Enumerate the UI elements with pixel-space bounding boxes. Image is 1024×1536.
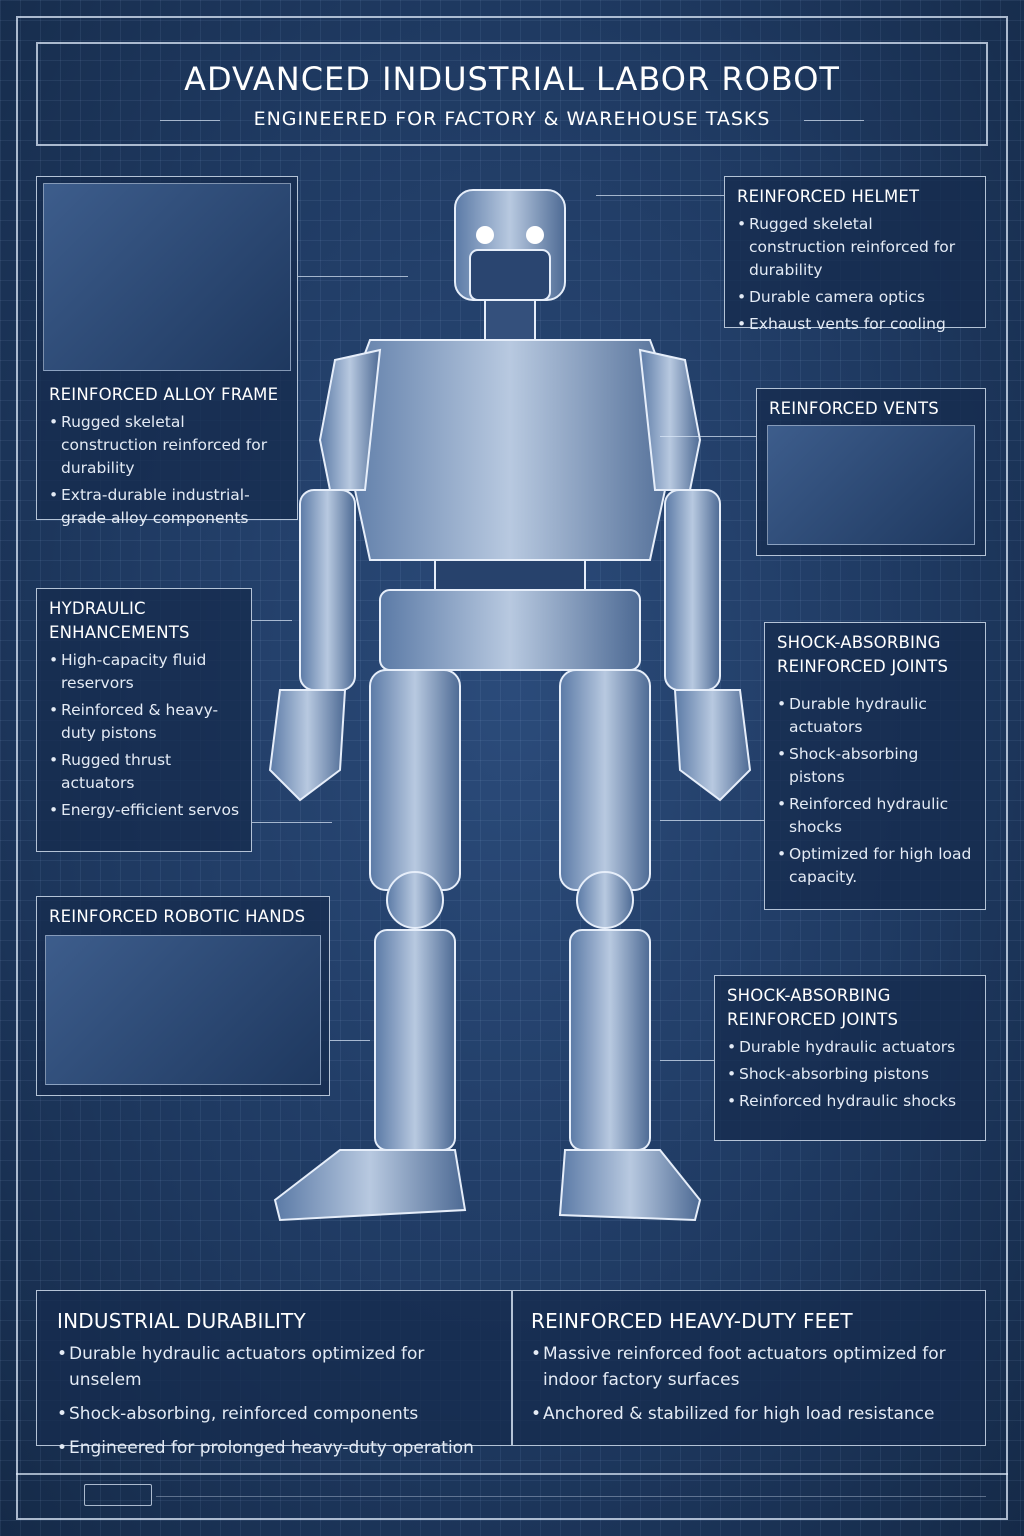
panel-heading: REINFORCED HEAVY-DUTY FEET: [531, 1309, 853, 1333]
callout-hands: REINFORCED ROBOTIC HANDS: [36, 896, 330, 1096]
callout-alloy-frame: REINFORCED ALLOY FRAME Rugged skeletal c…: [36, 176, 298, 527]
robot-eye: [526, 226, 544, 244]
list-item: Exhaust vents for cooling: [737, 313, 973, 336]
list-item: Durable camera optics: [737, 286, 973, 309]
hand-closeup-image: [45, 935, 321, 1085]
callout-heading: HYDRAULIC ENHANCEMENTS: [49, 599, 190, 642]
divider: [160, 120, 220, 121]
panel-heavy-duty-feet: REINFORCED HEAVY-DUTY FEET Massive reinf…: [512, 1290, 986, 1446]
robot-illustration: [268, 189, 752, 1222]
divider: [804, 120, 864, 121]
list-item: Durable hydraulic actuators: [777, 693, 973, 739]
callout-vents: REINFORCED VENTS: [756, 388, 986, 556]
list-item: Durable hydraulic actuators: [727, 1036, 973, 1059]
robot-right-hand: [673, 689, 752, 802]
callout-hydraulic: HYDRAULIC ENHANCEMENTS High-capacity flu…: [36, 588, 252, 852]
robot-right-arm: [664, 489, 721, 691]
robot-left-knee: [386, 871, 444, 929]
robot-right-knee: [576, 871, 634, 929]
robot-eye: [476, 226, 494, 244]
list-item: Shock-absorbing pistons: [777, 743, 973, 789]
callout-joints-upper: SHOCK-ABSORBING REINFORCED JOINTS Durabl…: [764, 622, 986, 910]
list-item: Shock-absorbing pistons: [727, 1063, 973, 1086]
list-item: Energy-efficient servos: [49, 799, 239, 822]
callout-heading: SHOCK-ABSORBING REINFORCED JOINTS: [777, 633, 949, 676]
robot-left-arm: [299, 489, 356, 691]
leader-line: [330, 1040, 370, 1041]
robot-pelvis: [379, 589, 641, 671]
list-item: Engineered for prolonged heavy-duty oper…: [57, 1435, 499, 1461]
outer-frame: [16, 16, 1008, 1520]
callout-helmet: REINFORCED HELMET Rugged skeletal constr…: [724, 176, 986, 336]
footer-scale-line: [156, 1496, 986, 1497]
callout-heading: REINFORCED VENTS: [769, 399, 939, 418]
robot-left-shoulder: [318, 348, 382, 491]
leader-line: [252, 620, 292, 621]
robot-right-foot: [558, 1149, 702, 1222]
footer-label-box: [84, 1484, 152, 1506]
list-item: Optimized for high load capacity.: [777, 843, 973, 889]
callout-joints-lower: SHOCK-ABSORBING REINFORCED JOINTS Durabl…: [714, 975, 986, 1141]
panel-heading: INDUSTRIAL DURABILITY: [57, 1309, 306, 1333]
robot-left-hand: [268, 689, 347, 802]
callout-heading: REINFORCED HELMET: [737, 187, 920, 206]
leader-line: [252, 822, 332, 823]
robot-right-shoulder: [638, 348, 702, 491]
frame-closeup-image: [43, 183, 291, 371]
page-title: ADVANCED INDUSTRIAL LABOR ROBOT: [184, 60, 840, 98]
list-item: Reinforced hydraulic shocks: [727, 1090, 973, 1113]
list-item: Rugged thrust actuators: [49, 749, 239, 795]
leader-line: [660, 1060, 714, 1061]
callout-heading: REINFORCED ALLOY FRAME: [49, 385, 279, 404]
title-box: [36, 42, 988, 146]
list-item: Durable hydraulic actuators optimized fo…: [57, 1341, 499, 1393]
robot-left-thigh: [369, 669, 461, 891]
list-item: Rugged skeletal construction reinforced …: [737, 213, 973, 282]
list-item: High-capacity fluid reservors: [49, 649, 239, 695]
list-item: Reinforced & heavy-duty pistons: [49, 699, 239, 745]
list-item: Massive reinforced foot actuators optimi…: [531, 1341, 973, 1393]
robot-torso: [338, 339, 682, 561]
list-item: Anchored & stabilized for high load resi…: [531, 1401, 973, 1427]
leader-line: [596, 195, 724, 196]
panel-industrial-durability: INDUSTRIAL DURABILITY Durable hydraulic …: [36, 1290, 512, 1461]
robot-right-shin: [569, 929, 651, 1151]
callout-heading: SHOCK-ABSORBING REINFORCED JOINTS: [727, 986, 899, 1029]
leader-line: [660, 820, 764, 821]
leader-line: [298, 276, 408, 277]
leader-line: [660, 436, 756, 437]
robot-left-shin: [374, 929, 456, 1151]
page-subtitle: ENGINEERED FOR FACTORY & WAREHOUSE TASKS: [253, 108, 771, 130]
list-item: Rugged skeletal construction reinforced …: [49, 411, 285, 480]
robot-right-thigh: [559, 669, 651, 891]
footer-divider: [16, 1473, 1008, 1475]
list-item: Shock-absorbing, reinforced components: [57, 1401, 499, 1427]
callout-heading: REINFORCED ROBOTIC HANDS: [49, 907, 306, 926]
vents-closeup-image: [767, 425, 975, 545]
robot-left-foot: [273, 1149, 467, 1222]
list-item: Extra-durable industrial-grade alloy com…: [49, 484, 285, 530]
list-item: Reinforced hydraulic shocks: [777, 793, 973, 839]
